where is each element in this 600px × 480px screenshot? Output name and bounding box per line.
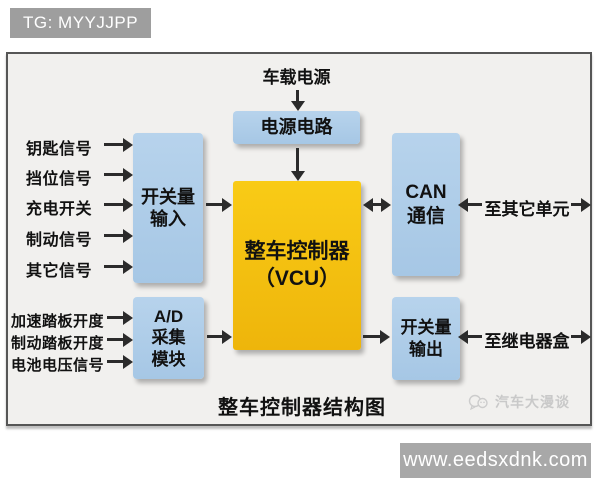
arrow-other-signal (104, 260, 133, 274)
arrow-switchin-to-vcu (206, 198, 232, 212)
label-to-relay-box: 至继电器盒 (484, 332, 570, 351)
box-can-line2: 通信 (406, 205, 445, 227)
box-switch-input: 开关量 输入 (133, 133, 203, 283)
watermark-text: 汽车大漫谈 (495, 394, 570, 410)
box-power-circuit: 电源电路 (233, 111, 360, 144)
label-battery-voltage: 电池电压信号 (11, 357, 105, 374)
arrow-charge-switch (104, 198, 133, 212)
chat-bubbles-icon (468, 394, 488, 410)
arrow-to-can-left (458, 198, 482, 212)
box-can-line1: CAN (405, 181, 447, 203)
box-vcu-line1: 整车控制器 (244, 240, 350, 264)
tg-tag-label: TG: MYYJJPP (10, 8, 152, 38)
box-ad-module-line2: 采集 (151, 328, 186, 348)
label-brake-signal: 制动信号 (26, 232, 93, 249)
watermark: 汽车大漫谈 (468, 392, 570, 412)
arrow-circuit-to-vcu (291, 148, 305, 181)
box-vcu-line2: （VCU） (253, 266, 341, 290)
label-gear-signal: 挡位信号 (26, 171, 93, 188)
label-other-signal: 其它信号 (26, 263, 93, 280)
label-to-other-units: 至其它单元 (484, 200, 570, 219)
label-charge-switch: 充电开关 (26, 201, 93, 218)
label-accel-pedal: 加速踏板开度 (11, 313, 105, 330)
arrow-power-to-circuit (291, 90, 305, 111)
box-switch-output: 开关量 输出 (392, 297, 460, 380)
arrow-brake-signal (104, 229, 133, 243)
box-switch-output-line2: 输出 (409, 339, 443, 359)
box-switch-input-line1: 开关量 (141, 186, 195, 207)
arrow-vcu-to-switchout (363, 330, 390, 344)
diagram-title: 整车控制器结构图 (218, 397, 386, 419)
label-brake-pedal: 制动踏板开度 (11, 335, 105, 352)
arrow-gear-signal (104, 168, 133, 182)
website-bar: www.eedsxdnk.com (400, 443, 591, 478)
label-vehicle-power: 车载电源 (262, 68, 331, 87)
box-switch-output-line1: 开关量 (400, 318, 452, 338)
arrow-key-signal (104, 138, 133, 152)
box-power-circuit-label: 电源电路 (260, 117, 333, 138)
arrow-ad-to-vcu (207, 330, 232, 344)
box-vcu: 整车控制器 （VCU） (233, 181, 361, 350)
arrow-vcu-can-bidirectional (363, 198, 391, 212)
arrow-to-switchout-left (458, 330, 482, 344)
arrow-battery-voltage (107, 355, 133, 369)
arrow-to-relay-right (571, 330, 591, 344)
label-key-signal: 钥匙信号 (26, 141, 93, 158)
arrow-accel-pedal (107, 311, 133, 325)
box-can: CAN 通信 (392, 133, 460, 276)
arrow-to-other-units-right (571, 198, 591, 212)
box-ad-module-line3: 模块 (151, 349, 186, 369)
box-ad-module: A/D 采集 模块 (133, 297, 204, 379)
website-url: www.eedsxdnk.com (403, 449, 588, 471)
arrow-brake-pedal (107, 333, 133, 347)
box-switch-input-line2: 输入 (150, 209, 186, 229)
box-ad-module-line1: A/D (153, 307, 184, 327)
